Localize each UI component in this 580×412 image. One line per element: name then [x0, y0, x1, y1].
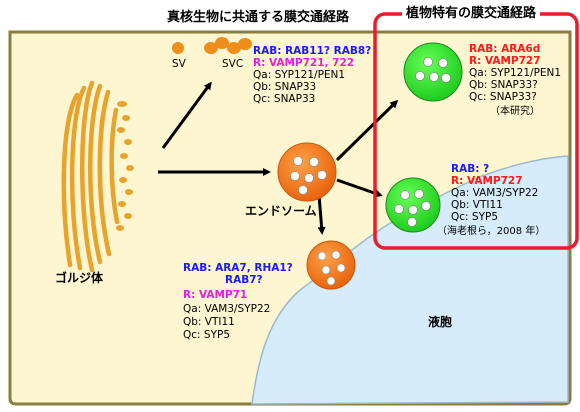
endosome-label: エンドソーム	[245, 204, 317, 218]
plant-top-qb: Qb: SNAP33?	[469, 79, 538, 91]
plant-top-qc: Qc: SNAP33?	[469, 91, 537, 103]
plant-vac-qa: Qa: VAM3/SYP22	[451, 187, 539, 199]
vac-qc: Qc: SYP5	[183, 329, 231, 341]
plant-top-rab: RAB: ARA6d	[469, 43, 541, 55]
vac-qb: Qb: VTI11	[183, 316, 235, 328]
svc-qb: Qb: SNAP33	[253, 81, 317, 93]
vac-rab-line2: RAB7?	[225, 274, 263, 286]
vac-qa: Qa: VAM3/SYP22	[183, 303, 271, 315]
svc-qa: Qa: SYP121/PEN1	[253, 69, 346, 81]
pathway-arrows	[158, 81, 399, 235]
plant-top-r: R: VAMP727	[469, 55, 541, 67]
vac-rab-line1: RAB: ARA7, RHA1?	[183, 262, 293, 274]
common-pathway-title: 真核生物に共通する膜交通経路	[167, 10, 350, 25]
plant-vac-qc: Qc: SYP5	[451, 211, 499, 223]
vacuole-label: 液胞	[428, 315, 453, 329]
plant-top-qa: Qa: SYP121/PEN1	[469, 67, 562, 79]
golgi-label: ゴルジ体	[55, 271, 104, 285]
plant-pathway-title: 植物特有の膜交通経路	[402, 2, 541, 21]
plant-vac-qb: Qb: VTI11	[451, 199, 503, 211]
plant-vac-note: （海老根ら，2008 年）	[437, 226, 546, 237]
svc-r: R: VAMP721, 722	[253, 57, 355, 69]
late-endosome-compartment	[306, 240, 356, 290]
plant-compartment-vacuolar	[385, 177, 441, 233]
plant-vac-r: R: VAMP727	[451, 175, 523, 187]
vac-r: R: VAMP71	[183, 289, 248, 301]
plant-top-note: （本研究）	[490, 106, 540, 117]
svc-label: SVC	[222, 58, 244, 70]
sv-label: SV	[172, 58, 186, 70]
endosome-compartment	[277, 142, 337, 202]
plant-vac-rab: RAB: ?	[451, 163, 490, 175]
golgi-stack	[61, 80, 134, 273]
sv-vesicle	[172, 42, 184, 54]
svc-rab: RAB: RAB11? RAB8?	[253, 45, 372, 57]
svc-vesicles	[204, 37, 252, 54]
plant-compartment-top	[403, 42, 463, 102]
svc-qc: Qc: SNAP33	[253, 93, 316, 105]
